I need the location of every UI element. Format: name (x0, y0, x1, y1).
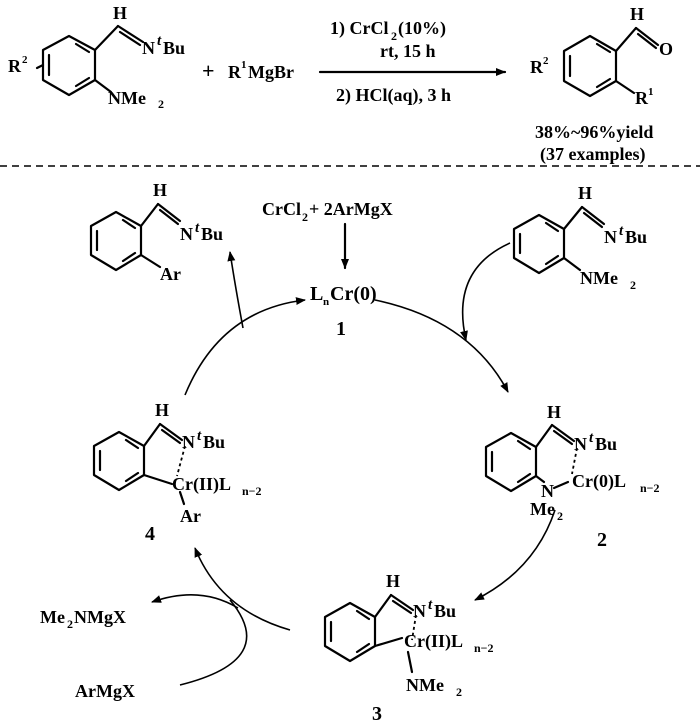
armgx-in-arc (179, 599, 248, 686)
svg-text:2: 2 (302, 210, 308, 224)
cr-ii-label-3: Cr(II)L (404, 631, 463, 652)
svg-text:t: t (589, 430, 594, 446)
svg-text:H: H (547, 402, 561, 422)
svg-text:2) HCl(aq), 3 h: 2) HCl(aq), 3 h (336, 85, 451, 106)
compound-4: H N t Bu Cr(II)L n−2 Ar 4 (92, 400, 262, 545)
svg-text:R: R (228, 62, 242, 82)
nme2-label: NMe (108, 88, 146, 108)
svg-text:1) CrCl: 1) CrCl (330, 18, 388, 39)
product-r1-sup: 1 (648, 86, 654, 98)
label-2: 2 (597, 529, 607, 551)
svg-text:MgBr: MgBr (248, 62, 294, 82)
cr0-label-2: Cr(0)L (572, 471, 626, 492)
product-structure: H O R 1 R 2 (530, 4, 673, 108)
substrate-structure: H N t Bu NMe 2 R 2 (8, 3, 185, 111)
yield-text: 38%~96%yield (535, 122, 653, 142)
tbu-t-label: t (157, 33, 162, 49)
byproduct-out-arrow (151, 594, 239, 609)
arrow-4-to-1 (184, 297, 306, 396)
product-out-arrow (227, 251, 244, 329)
svg-text:Ar: Ar (180, 506, 201, 526)
product-r1: R (635, 88, 649, 108)
svg-text:Ar: Ar (160, 264, 181, 284)
svg-text:n: n (323, 296, 329, 308)
product-O: O (659, 39, 673, 59)
svg-text:Bu: Bu (434, 601, 456, 621)
svg-text:t: t (619, 223, 624, 239)
label-1: 1 (336, 318, 346, 340)
svg-text:N: N (541, 481, 554, 501)
svg-text:Cr(0): Cr(0) (330, 283, 377, 305)
svg-text:n−2: n−2 (640, 481, 660, 495)
label-3: 3 (372, 703, 382, 724)
byproduct-label: Me 2 NMgX (40, 607, 126, 631)
svg-text:(10%): (10%) (398, 18, 446, 39)
svg-text:Me: Me (530, 499, 555, 519)
svg-text:Me: Me (40, 607, 65, 627)
svg-text:Bu: Bu (203, 432, 225, 452)
svg-text:rt, 15 h: rt, 15 h (380, 41, 436, 61)
svg-text:N: N (574, 434, 587, 454)
substrate-in-arrow (460, 242, 511, 341)
r2-label: R (8, 56, 22, 76)
svg-text:Bu: Bu (595, 434, 617, 454)
svg-text:+ 2ArMgX: + 2ArMgX (309, 199, 393, 219)
cycle-substrate: H N t Bu NMe 2 (512, 183, 647, 292)
svg-text:N: N (604, 227, 617, 247)
svg-text:Bu: Bu (201, 224, 223, 244)
svg-text:H: H (155, 400, 169, 420)
nme2-sub: 2 (158, 97, 164, 111)
product-r2-sup: 2 (543, 55, 549, 67)
svg-text:t: t (197, 428, 202, 444)
svg-text:NMe: NMe (580, 268, 618, 288)
reaction-conditions: 1) CrCl 2 (10%) rt, 15 h 2) HCl(aq), 3 h (330, 18, 451, 106)
svg-text:2: 2 (630, 278, 636, 292)
plus-sign: + (202, 58, 215, 83)
svg-text:n−2: n−2 (242, 484, 262, 498)
svg-text:H: H (578, 183, 592, 203)
svg-text:t: t (195, 220, 200, 236)
product-H: H (630, 4, 644, 24)
arrow-1-to-2 (374, 299, 509, 393)
svg-text:2: 2 (391, 29, 397, 43)
svg-text:H: H (153, 180, 167, 200)
arrow-3-to-4 (194, 547, 291, 631)
product-r2: R (530, 57, 544, 77)
svg-text:N: N (413, 601, 426, 621)
svg-text:L: L (310, 283, 323, 305)
svg-text:1: 1 (241, 59, 247, 71)
grignard-reagent: R 1 MgBr (228, 59, 294, 82)
compound-3: H N t Bu Cr(II)L n−2 NMe 2 3 (323, 571, 494, 724)
svg-text:n−2: n−2 (474, 641, 494, 655)
cr-ii-label-4: Cr(II)L (172, 474, 231, 495)
svg-text:t: t (428, 597, 433, 613)
atom-N: N (142, 38, 155, 58)
svg-text:2: 2 (456, 685, 462, 699)
svg-text:NMe: NMe (406, 675, 444, 695)
svg-text:N: N (180, 224, 193, 244)
compound-2: H N t Bu N Cr(0)L n−2 Me 2 2 (484, 402, 660, 551)
svg-text:H: H (386, 571, 400, 591)
svg-text:CrCl: CrCl (262, 199, 301, 219)
armgx-label: ArMgX (75, 681, 135, 701)
r2-sup: 2 (22, 54, 28, 66)
svg-text:2: 2 (557, 509, 563, 523)
aryl-imine-product: H N t Bu Ar (89, 180, 223, 284)
tbu-label: Bu (163, 38, 185, 58)
svg-text:2: 2 (67, 617, 73, 631)
cycle-reagent: CrCl 2 + 2ArMgX (262, 199, 393, 224)
svg-text:NMgX: NMgX (74, 607, 126, 627)
compound-1: L n Cr(0) 1 (310, 283, 377, 340)
arrow-2-to-3 (474, 509, 556, 601)
svg-text:N: N (182, 432, 195, 452)
atom-H: H (113, 3, 127, 23)
examples-text: (37 examples) (540, 144, 645, 165)
label-4: 4 (145, 523, 155, 545)
svg-text:Bu: Bu (625, 227, 647, 247)
